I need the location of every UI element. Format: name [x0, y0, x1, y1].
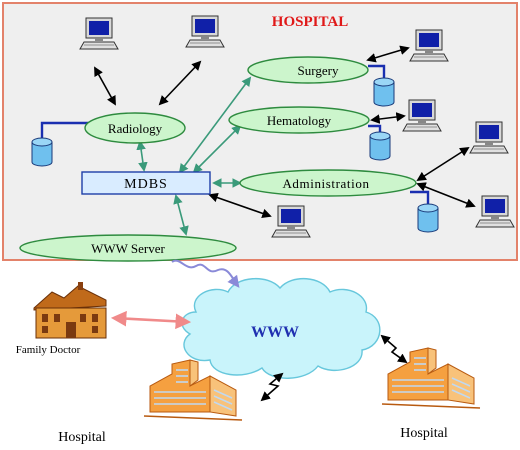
hematology-label: Hematology: [267, 113, 332, 128]
surgery-workstation-icon: [409, 29, 449, 62]
hospital-left-link: [260, 372, 284, 402]
radiology-workstation-icon: [79, 17, 119, 50]
hospital-right-link: [380, 334, 408, 364]
hospital-title: HOSPITAL: [272, 14, 348, 30]
radiology-workstation-2-icon: [185, 15, 225, 48]
administration-label: Administration: [282, 176, 369, 191]
www-label: WWW: [251, 324, 299, 341]
hematology-database-icon: [369, 131, 391, 161]
radiology-database-icon: [31, 137, 53, 167]
node-radiology: Radiology: [84, 112, 186, 144]
node-hematology: Hematology: [228, 106, 370, 134]
workstation-links: [94, 45, 476, 218]
administration-database-icon: [417, 203, 439, 233]
www-cloud: WWW: [181, 277, 381, 379]
node-administration: Administration: [239, 169, 417, 197]
hospital-left-label: Hospital: [58, 430, 106, 445]
family-doctor-link: [110, 310, 192, 330]
family-doctor-label: Family Doctor: [16, 344, 81, 356]
family-doctor-house-icon: [33, 282, 107, 339]
mdbs-links: [136, 76, 252, 236]
surgery-database-icon: [373, 77, 395, 107]
node-www-server: WWW Server: [19, 234, 237, 262]
www-server-to-www-link: [171, 259, 240, 288]
hospital-right-label: Hospital: [400, 426, 448, 441]
hospital-right-building-icon: [381, 347, 481, 409]
administration-workstation-2-icon: [475, 195, 515, 228]
www-server-label: WWW Server: [91, 241, 165, 256]
surgery-label: Surgery: [298, 63, 339, 78]
mdbs-workstation-icon: [271, 205, 311, 238]
node-surgery: Surgery: [247, 56, 369, 84]
node-mdbs: MDBS: [81, 171, 211, 195]
mdbs-label: MDBS: [124, 177, 168, 192]
radiology-label: Radiology: [108, 121, 163, 136]
administration-workstation-icon: [469, 121, 509, 154]
hematology-workstation-icon: [402, 99, 442, 132]
